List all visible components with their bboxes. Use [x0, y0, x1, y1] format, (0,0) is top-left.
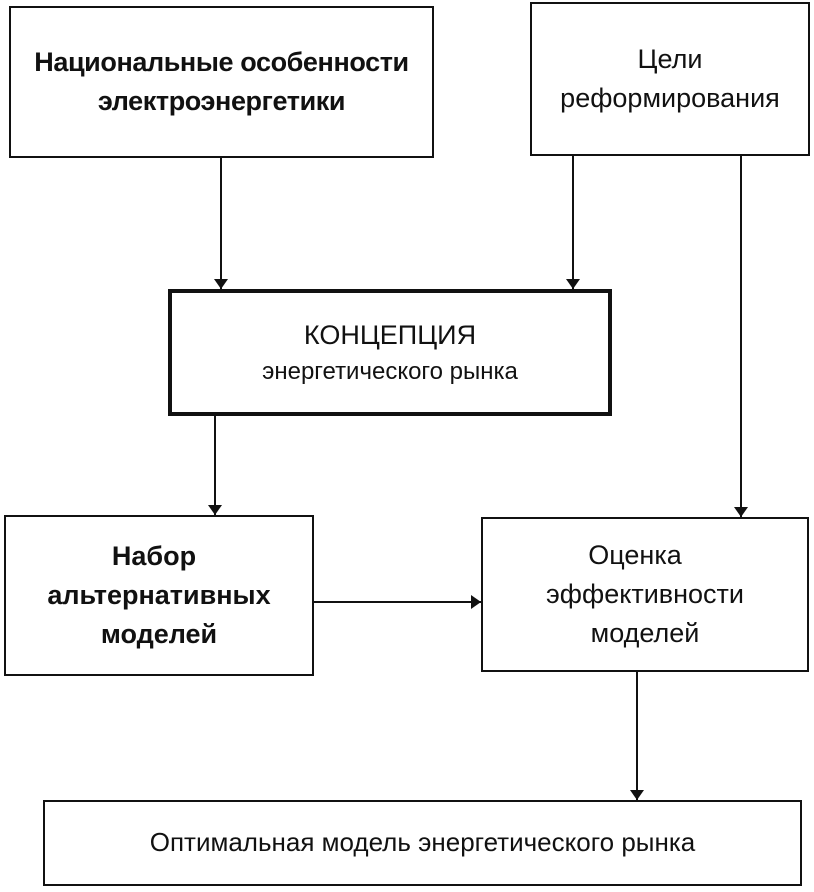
- node-optimal-model-line1: Оптимальная модель энергетического рынка: [149, 827, 696, 858]
- node-alternative-models-line2: альтернативных: [47, 579, 271, 610]
- node-reform-goals: Цели реформирования: [530, 2, 810, 156]
- node-alternative-models-line1: Набор: [111, 540, 197, 571]
- node-national-features-line2: электроэнергетики: [97, 86, 346, 116]
- node-model-evaluation-line1: Оценка: [588, 539, 682, 570]
- node-national-features-line1: Национальные особенности: [34, 46, 409, 77]
- node-reform-goals-line1: Цели: [637, 43, 703, 74]
- node-national-features: Национальные особенности электроэнергети…: [9, 6, 434, 158]
- node-model-evaluation-line3: моделей: [590, 618, 700, 649]
- node-market-concept-line2: энергетического рынка: [262, 357, 518, 385]
- node-market-concept-line1: КОНЦЕПЦИЯ: [303, 319, 477, 350]
- node-alternative-models-line3: моделей: [100, 619, 218, 650]
- node-reform-goals-line2: реформирования: [560, 83, 780, 113]
- node-optimal-model: Оптимальная модель энергетического рынка: [43, 800, 802, 886]
- node-market-concept: КОНЦЕПЦИЯ энергетического рынка: [168, 289, 612, 416]
- node-alternative-models: Набор альтернативных моделей: [4, 515, 314, 676]
- node-model-evaluation-line2: эффективности: [545, 578, 744, 609]
- node-model-evaluation: Оценка эффективности моделей: [481, 517, 809, 672]
